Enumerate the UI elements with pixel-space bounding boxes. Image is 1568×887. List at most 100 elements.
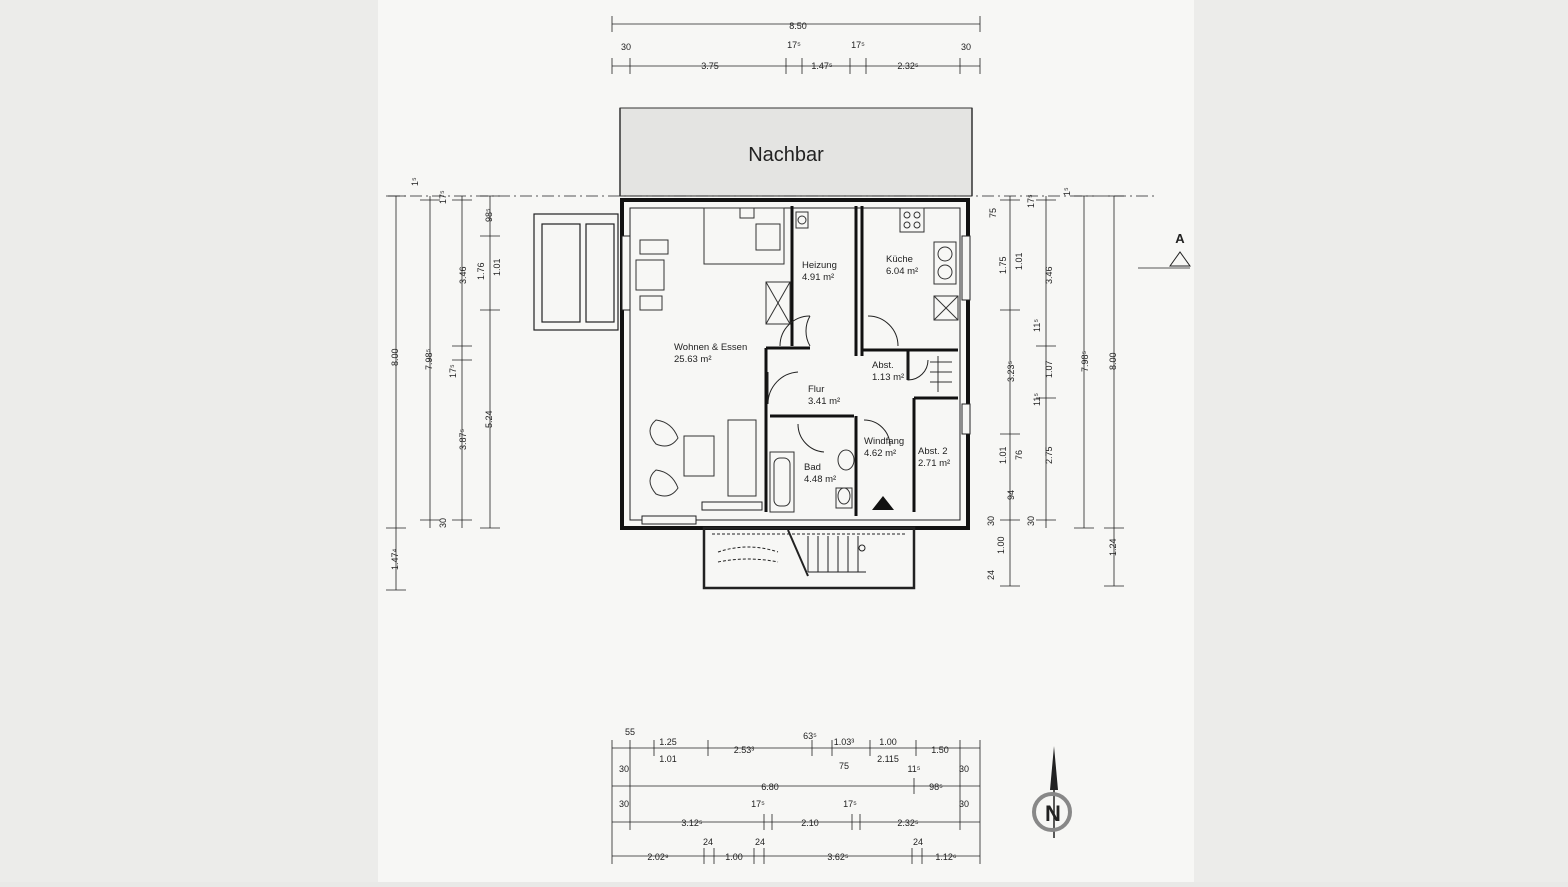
bottom-dimensions [611, 740, 981, 864]
right-dimension-labels: 75 17⁵ 1⁵ 1.75 1.01 3.46 11⁵ 3.23⁵ 1.07 … [986, 187, 1118, 580]
dim-right-3: 1.75 [998, 256, 1008, 274]
dim-bottom-r3-2: 2.32⁵ [897, 818, 919, 828]
dim-left-3: 8.00 [390, 348, 400, 366]
room-name-bad: Bad [804, 462, 821, 473]
dim-right-8: 1.07 [1044, 360, 1054, 378]
dim-right-6: 11⁵ [1032, 319, 1042, 332]
dim-right-1: 17⁵ [1026, 194, 1036, 208]
dim-right-5: 3.46 [1044, 266, 1054, 284]
dim-bottom-r1b-0: 1.01 [659, 754, 677, 764]
dim-bottom-r4-0: 2.02⁹ [647, 852, 669, 862]
room-area-heizung: 4.91 m² [802, 272, 834, 283]
dim-left-8: 17⁵ [448, 364, 458, 378]
dim-bottom-r4t-0: 24 [703, 837, 713, 847]
room-name-wohnen: Wohnen & Essen [674, 342, 747, 353]
room-area-windfang: 4.62 m² [864, 448, 896, 459]
dim-bottom-r4-2: 3.62⁵ [827, 852, 849, 862]
dim-top-r2-0: 30 [621, 42, 631, 52]
neighbor-label: Nachbar [748, 144, 824, 166]
dim-right-12: 1.01 [998, 446, 1008, 464]
dim-bottom-r3t-0: 30 [619, 799, 629, 809]
dim-left-6: 1.76 [476, 262, 486, 280]
room-area-flur: 3.41 m² [808, 396, 840, 407]
dim-left-0: 1⁵ [410, 177, 420, 186]
dim-right-18: 1.00 [996, 536, 1006, 554]
room-area-abst: 1.13 m² [872, 372, 904, 383]
stairs [702, 526, 916, 590]
dim-left-12: 1.47⁴ [390, 548, 400, 570]
dim-bottom-r3t-3: 30 [959, 799, 969, 809]
right-dimensions [1000, 195, 1124, 587]
dim-bottom-r3-0: 3.12⁵ [681, 818, 703, 828]
room-name-kueche: Küche [886, 254, 913, 265]
dim-left-4: 7.98⁵ [424, 348, 434, 370]
dim-bottom-r1t-3: 63⁵ [803, 731, 817, 741]
dim-bottom-r4-1: 1.00 [725, 852, 743, 862]
dim-right-16: 30 [986, 516, 996, 526]
inner-outline [629, 207, 961, 521]
dim-bottom-r3t-2: 17⁵ [843, 799, 857, 809]
dim-right-20: 24 [986, 570, 996, 580]
room-name-abst: Abst. [872, 360, 894, 371]
left-dimensions [386, 195, 500, 591]
right-blurred-margin [1194, 0, 1568, 882]
dim-top-r3-2: 2.32⁵ [897, 61, 919, 71]
dim-right-19: 1.24 [1108, 538, 1118, 556]
room-area-kueche: 6.04 m² [886, 266, 918, 277]
dim-top-r2-1: 17⁵ [787, 40, 801, 50]
dim-bottom-r4-3: 1.12⁶ [935, 852, 957, 862]
room-name-abst2: Abst. 2 [918, 446, 948, 457]
windows [621, 235, 971, 525]
room-name-windfang: Windfang [864, 436, 904, 447]
dim-left-9: 3.87⁵ [458, 428, 468, 450]
dim-bottom-r1t-1: 1.25 [659, 737, 677, 747]
furniture [635, 207, 959, 513]
dim-right-0: 75 [988, 208, 998, 218]
dim-top-r2-3: 30 [961, 42, 971, 52]
room-name-flur: Flur [808, 384, 824, 395]
dim-bottom-r4t-2: 24 [913, 837, 923, 847]
room-area-wohnen: 25.63 m² [674, 354, 712, 365]
dim-left-10: 5.24 [484, 410, 494, 428]
room-labels: Wohnen & Essen 25.63 m² Heizung 4.91 m² … [674, 254, 950, 485]
dim-left-1: 17⁵ [438, 190, 448, 204]
dim-bottom-r1b-2: 2.115 [877, 754, 899, 764]
room-area-bad: 4.48 m² [804, 474, 836, 485]
dim-bottom-r4t-1: 24 [755, 837, 765, 847]
dim-right-4: 1.01 [1014, 252, 1024, 270]
room-name-heizung: Heizung [802, 260, 837, 271]
section-marker [1138, 251, 1191, 269]
dim-bottom-r2-4: 98⁵ [929, 782, 943, 792]
dim-bottom-r1t-5: 1.00 [879, 737, 897, 747]
left-dimension-labels: 1⁵ 17⁵ 98⁵ 8.00 7.98⁵ 3.46 1.76 1.01 17⁵… [390, 177, 502, 570]
dim-bottom-r2-0: 30 [619, 764, 629, 774]
dim-bottom-r1t-0: 55 [625, 727, 635, 737]
dim-bottom-r1t-6: 1.50 [931, 745, 949, 755]
dim-left-2: 98⁵ [484, 208, 494, 222]
bottom-dimension-labels: 55 1.25 2.53³ 63⁵ 1.03³ 1.00 1.50 1.01 7… [619, 727, 969, 862]
dim-top-r2-2: 17⁵ [851, 40, 865, 50]
dim-top-overall: 8.50 [789, 21, 807, 31]
dim-bottom-r2-2: 30 [959, 764, 969, 774]
room-area-abst2: 2.71 m² [918, 458, 950, 469]
left-blurred-margin [0, 0, 378, 882]
dim-right-9: 7.98⁵ [1080, 350, 1090, 372]
dim-left-7: 1.01 [492, 258, 502, 276]
top-dimensions [611, 16, 981, 74]
dim-top-r3-1: 1.47⁵ [811, 61, 833, 71]
section-marker-label: A [1175, 231, 1185, 246]
dim-right-10: 8.00 [1108, 352, 1118, 370]
dim-bottom-r1b-1: 75 [839, 761, 849, 771]
dim-left-11: 30 [438, 518, 448, 528]
north-arrow-icon [1032, 746, 1072, 838]
door-swings [767, 315, 929, 453]
dim-bottom-r2-1: 11⁵ [907, 764, 920, 774]
dim-right-13: 76 [1014, 450, 1024, 460]
dim-bottom-r1t-2: 2.53³ [734, 745, 755, 755]
dim-bottom-r3t-1: 17⁵ [751, 799, 765, 809]
dim-bottom-r2-3: 6.80 [761, 782, 779, 792]
dim-left-5: 3.46 [458, 266, 468, 284]
dim-right-14: 2.75 [1044, 446, 1054, 464]
dim-right-15: 94 [1006, 490, 1016, 500]
floor-plan-sheet: 8.50 30 17⁵ 17⁵ 30 3.75 1.47⁵ 2.32⁵ Nach… [378, 0, 1194, 882]
